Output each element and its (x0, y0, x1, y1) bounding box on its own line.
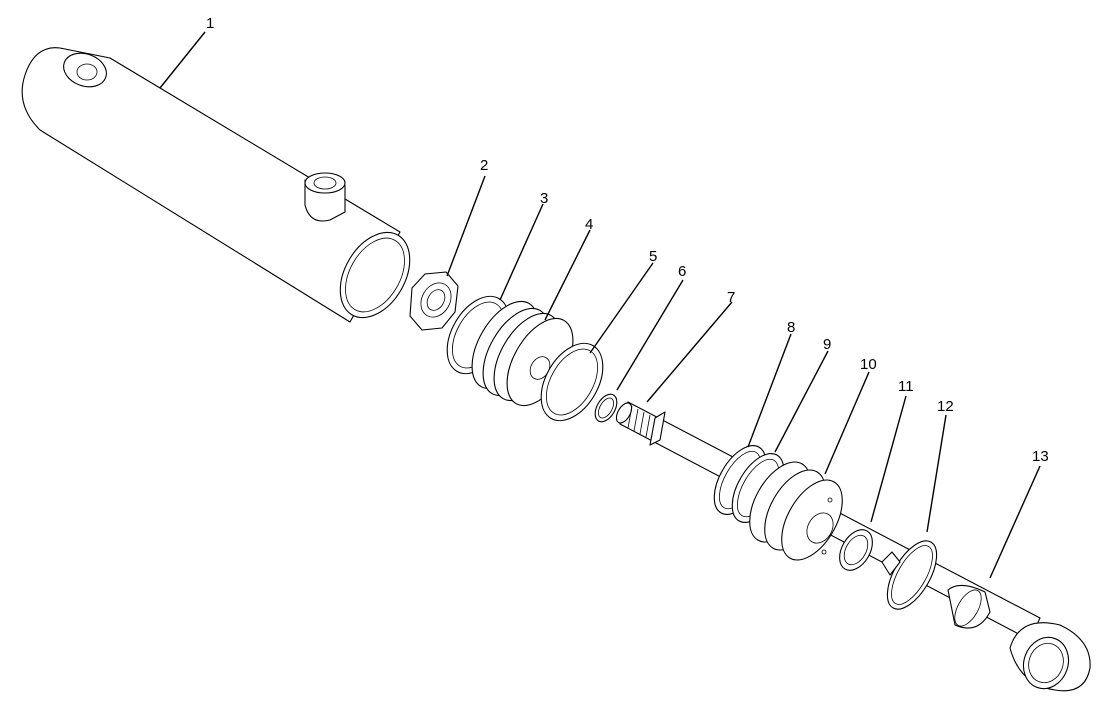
leader-9 (774, 350, 829, 453)
leader-8 (747, 333, 792, 448)
leader-11 (870, 395, 907, 523)
part-1-cylinder-barrel (21, 47, 411, 323)
callout-labels: 1 2 3 4 5 6 7 8 9 10 11 12 13 (206, 15, 1049, 465)
leader-2 (446, 175, 486, 277)
leader-7 (646, 301, 733, 403)
callout-6: 6 (678, 263, 686, 280)
callout-13: 13 (1032, 448, 1049, 465)
callout-11: 11 (898, 378, 914, 395)
callout-7: 7 (727, 289, 735, 306)
callout-3: 3 (540, 190, 548, 207)
callout-5: 5 (649, 248, 657, 265)
leader-lines (159, 31, 1041, 579)
part-12-retaining-ring (881, 540, 938, 610)
leader-3 (499, 203, 544, 301)
callout-1: 1 (206, 15, 214, 32)
leader-12 (926, 414, 947, 533)
callout-4: 4 (585, 216, 593, 233)
callout-12: 12 (937, 398, 954, 415)
leader-5 (589, 262, 654, 354)
part-6-o-ring (594, 393, 618, 423)
part-2-nut (409, 271, 459, 331)
part-5-wear-ring (540, 342, 604, 422)
leader-6 (616, 279, 684, 391)
leader-10 (824, 371, 870, 475)
callout-8: 8 (787, 319, 795, 336)
leader-13 (989, 465, 1041, 579)
part-10-gland-head (749, 461, 843, 561)
part-11-wiper (839, 529, 873, 571)
callout-10: 10 (860, 356, 877, 373)
leader-1 (159, 31, 206, 89)
leader-4 (544, 229, 591, 321)
callout-2: 2 (480, 157, 488, 174)
callout-9: 9 (823, 336, 831, 353)
